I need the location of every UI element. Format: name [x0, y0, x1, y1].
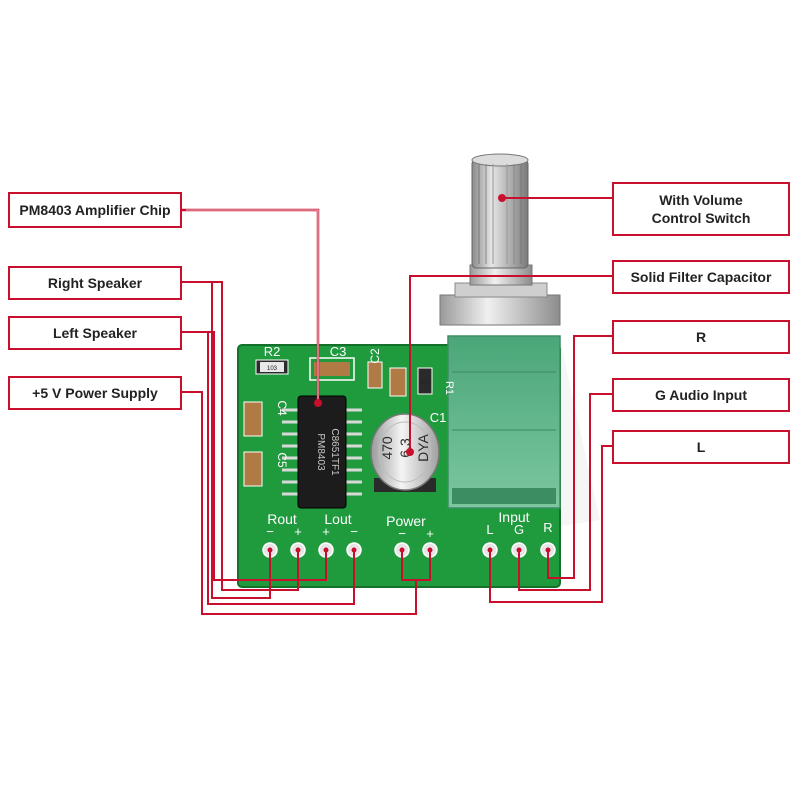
- leader-endpoints: [314, 194, 506, 456]
- label-volume-switch-line1: With Volume: [659, 192, 743, 208]
- silk-rout: Rout: [267, 511, 297, 527]
- label-filter-capacitor-text: Solid Filter Capacitor: [630, 269, 772, 285]
- silk-power: Power: [386, 513, 426, 529]
- silk-input: Input: [498, 509, 529, 525]
- pm8403-chip: PM8403 C8651TF1: [282, 395, 362, 509]
- label-volume-switch: With Volume Control Switch: [612, 182, 790, 236]
- label-input-r-text: R: [695, 329, 707, 345]
- silk-c3: C3: [330, 344, 347, 359]
- r1-code: 103: [420, 380, 431, 386]
- label-input-l: L: [612, 430, 790, 464]
- potentiometer: [439, 153, 561, 509]
- chip-marking-2: C8651TF1: [329, 428, 340, 476]
- silk-lout-plus: +: [322, 524, 330, 539]
- label-left-speaker-text: Left Speaker: [52, 325, 138, 341]
- label-power-supply: +5 V Power Supply: [8, 376, 182, 410]
- filter-capacitor: 470 6.3 DYA: [370, 413, 440, 492]
- silkscreen: R2 C3 C2 C1 C4 C5 R1 Rout Lout Power Inp…: [264, 344, 553, 541]
- label-amplifier-chip-text: PM8403 Amplifier Chip: [19, 202, 171, 218]
- cap-value: 470: [379, 436, 395, 460]
- label-right-speaker-text: Right Speaker: [47, 275, 143, 291]
- silk-rout-minus: −: [266, 524, 274, 539]
- silk-c2: C2: [368, 348, 382, 364]
- silk-input-l: L: [486, 522, 493, 537]
- r2-code: 103: [267, 366, 278, 372]
- label-right-speaker: Right Speaker: [8, 266, 182, 300]
- label-amplifier-chip: PM8403 Amplifier Chip: [8, 192, 182, 228]
- label-volume-switch-line2: Control Switch: [651, 210, 751, 226]
- chip-marking-1: PM8403: [315, 433, 326, 471]
- silk-rout-plus: +: [294, 524, 302, 539]
- label-input-l-text: L: [696, 439, 706, 455]
- smd-components: 103 103: [243, 357, 433, 487]
- silk-c5: C5: [275, 452, 289, 468]
- label-audio-input-g-text: G Audio Input: [654, 387, 747, 403]
- silk-lout: Lout: [324, 511, 351, 527]
- silk-r2: R2: [264, 344, 281, 359]
- silk-input-g: G: [514, 522, 524, 537]
- solder-pads: [262, 542, 556, 558]
- label-audio-input-g: G Audio Input: [612, 378, 790, 412]
- label-left-speaker: Left Speaker: [8, 316, 182, 350]
- silk-r1: R1: [443, 381, 455, 395]
- silk-power-plus: +: [426, 526, 434, 541]
- cap-code: DYA: [415, 433, 431, 461]
- silk-input-r: R: [543, 520, 552, 535]
- silk-lout-minus: −: [350, 524, 358, 539]
- label-filter-capacitor: Solid Filter Capacitor: [612, 260, 790, 294]
- leader-lines: [182, 197, 612, 615]
- silk-power-minus: −: [398, 526, 406, 541]
- silk-c4: C4: [275, 400, 289, 416]
- label-power-supply-text: +5 V Power Supply: [32, 385, 158, 401]
- label-input-r: R: [612, 320, 790, 354]
- silk-c1: C1: [430, 410, 447, 425]
